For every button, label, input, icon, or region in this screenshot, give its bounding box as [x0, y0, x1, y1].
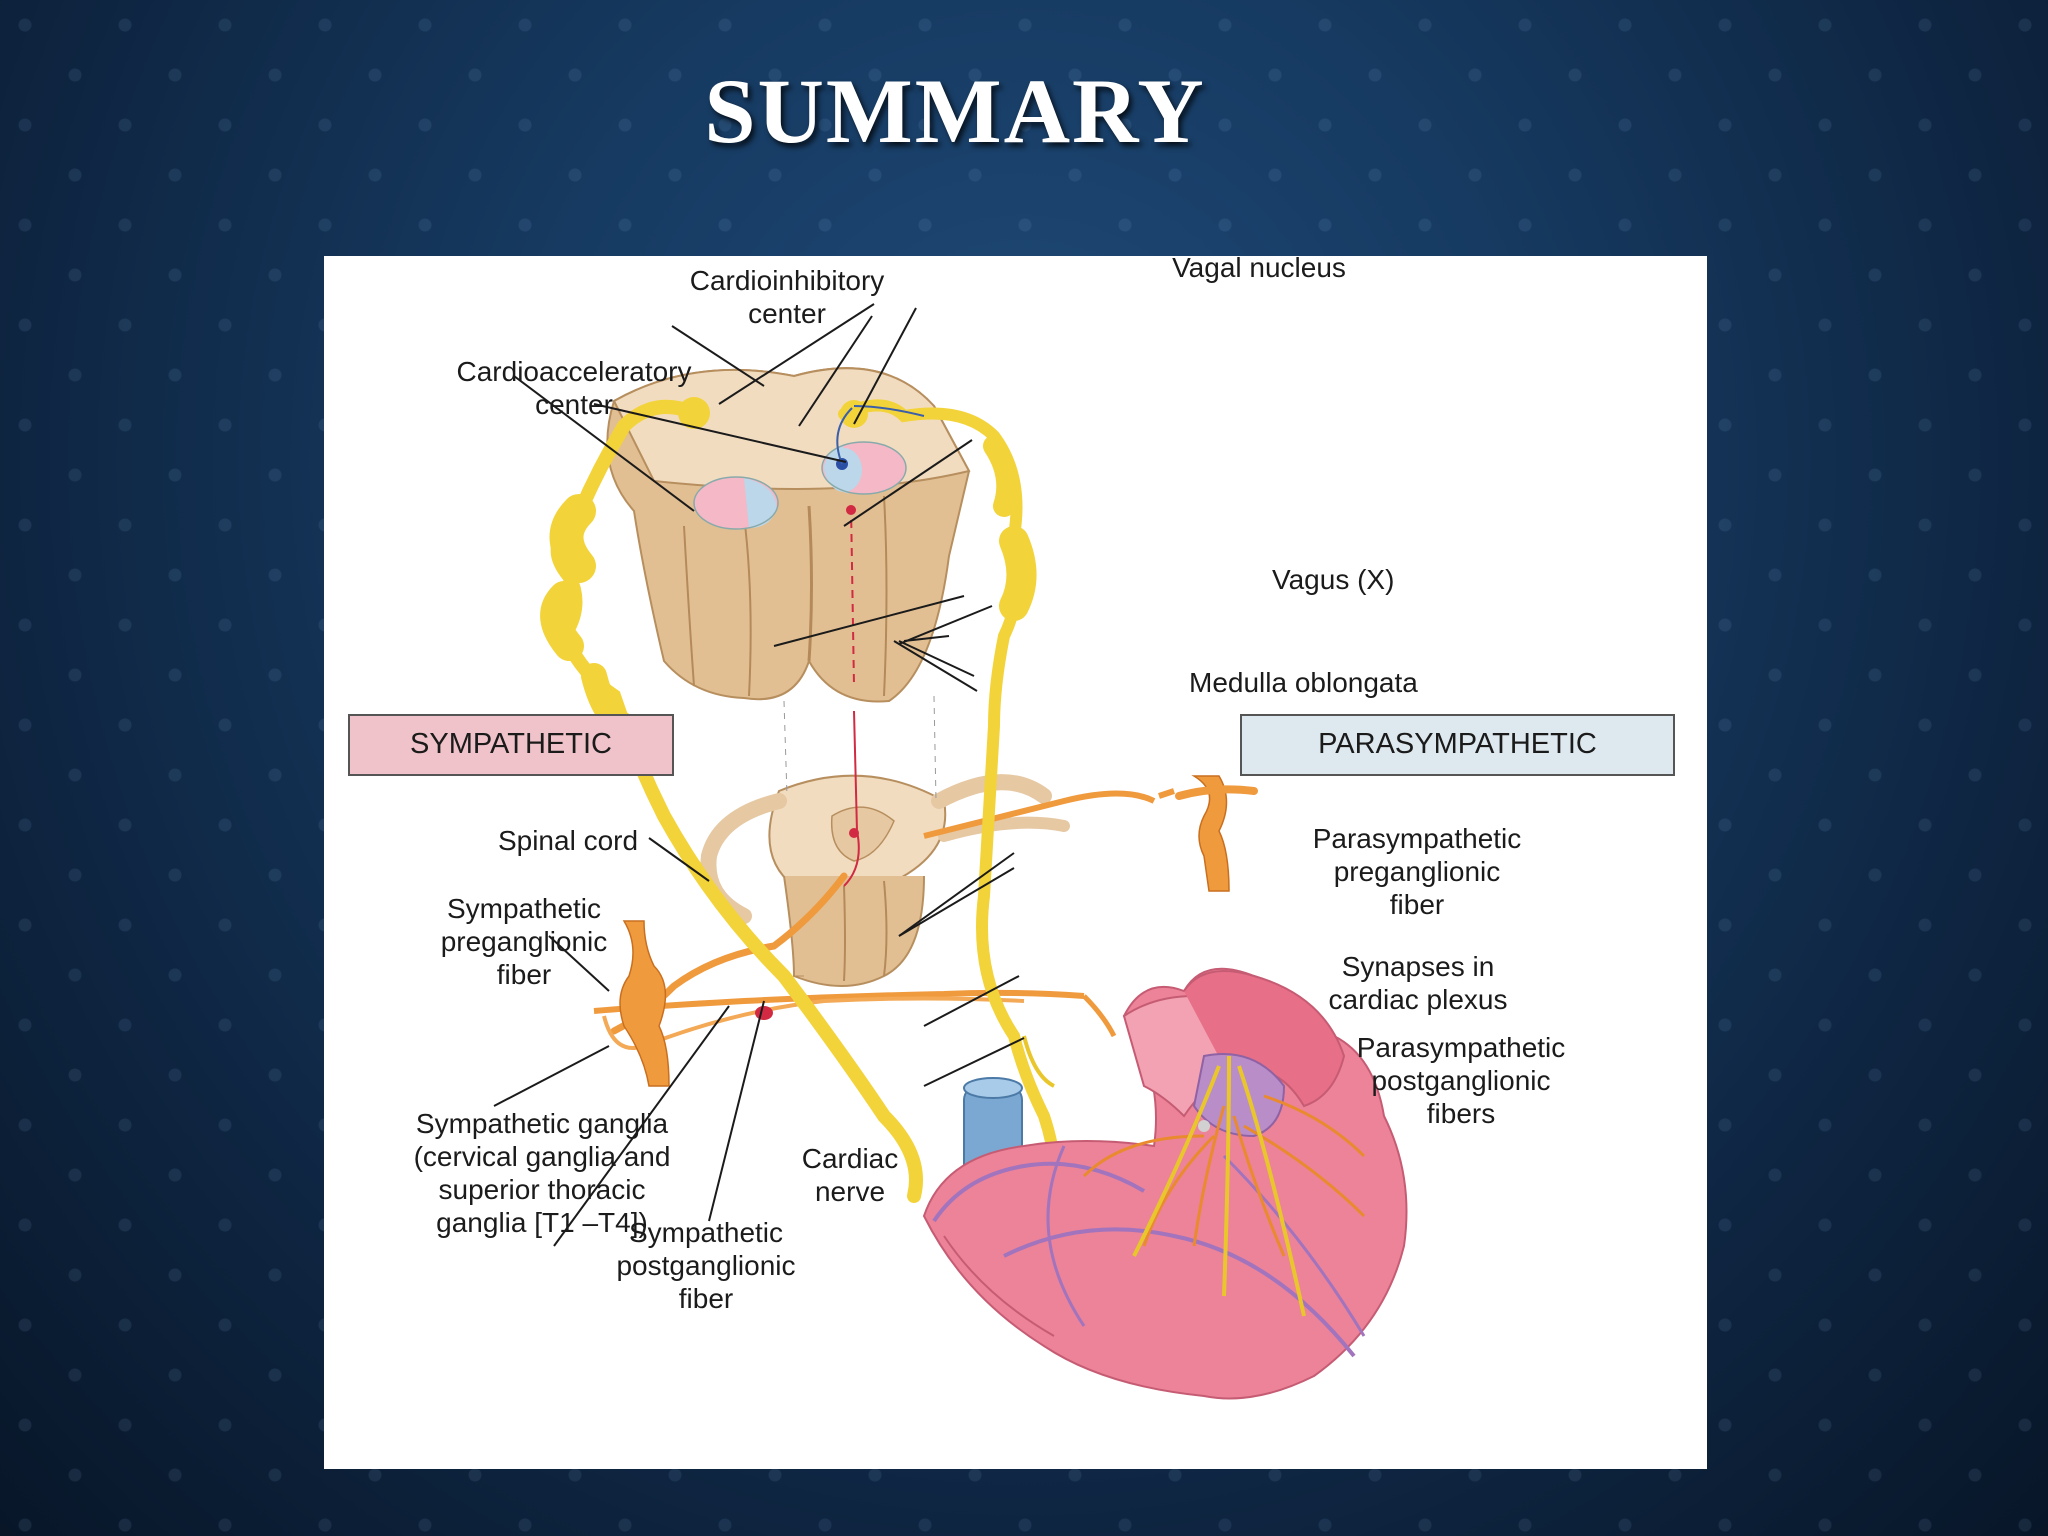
label-vagus: Vagus (X) [1272, 564, 1395, 595]
label-parasympathetic-preganglionic-fiber: Parasympathetic preganglionic fiber [1312, 823, 1522, 920]
label-sympathetic-postganglionic-fiber: Sympathetic postganglionic fiber [616, 1217, 796, 1314]
label-cardioinhibitory-center: Cardioinhibitory center [689, 265, 885, 329]
parasympathetic-box: PARASYMPATHETIC [1240, 714, 1675, 776]
label-cardiac-nerve: Cardiac nerve [801, 1143, 899, 1207]
label-vagal-nucleus: Vagal nucleus [1172, 252, 1346, 283]
label-synapses-in-cardiac-plexus: Synapses in cardiac plexus [1328, 951, 1508, 1015]
label-parasympathetic-postganglionic-fibers: Parasympathetic postganglionic fibers [1356, 1032, 1566, 1129]
label-sympathetic-preganglionic-fiber: Sympathetic preganglionic fiber [440, 893, 608, 990]
slide-title: SUMMARY [704, 60, 1206, 162]
yellow-nerves [540, 397, 1064, 1252]
label-sympathetic-ganglia: Sympathetic ganglia (cervical ganglia an… [413, 1108, 671, 1238]
label-spinal-cord: Spinal cord [497, 825, 639, 856]
label-cardioacceleratory-center: Cardioacceleratory center [456, 356, 692, 420]
leader-lines-right [773, 439, 1015, 937]
diagram-panel: Cardioinhibitory center Vagal nucleus Ca… [324, 252, 1707, 1469]
sympathetic-box: SYMPATHETIC [348, 714, 674, 776]
leader-lines [493, 303, 1025, 1247]
label-medulla-oblongata: Medulla oblongata [1189, 667, 1418, 698]
heart-illustration [922, 967, 1408, 1400]
autonomic-heart-diagram [493, 303, 1408, 1400]
sympathetic-fibers [593, 775, 1258, 1087]
